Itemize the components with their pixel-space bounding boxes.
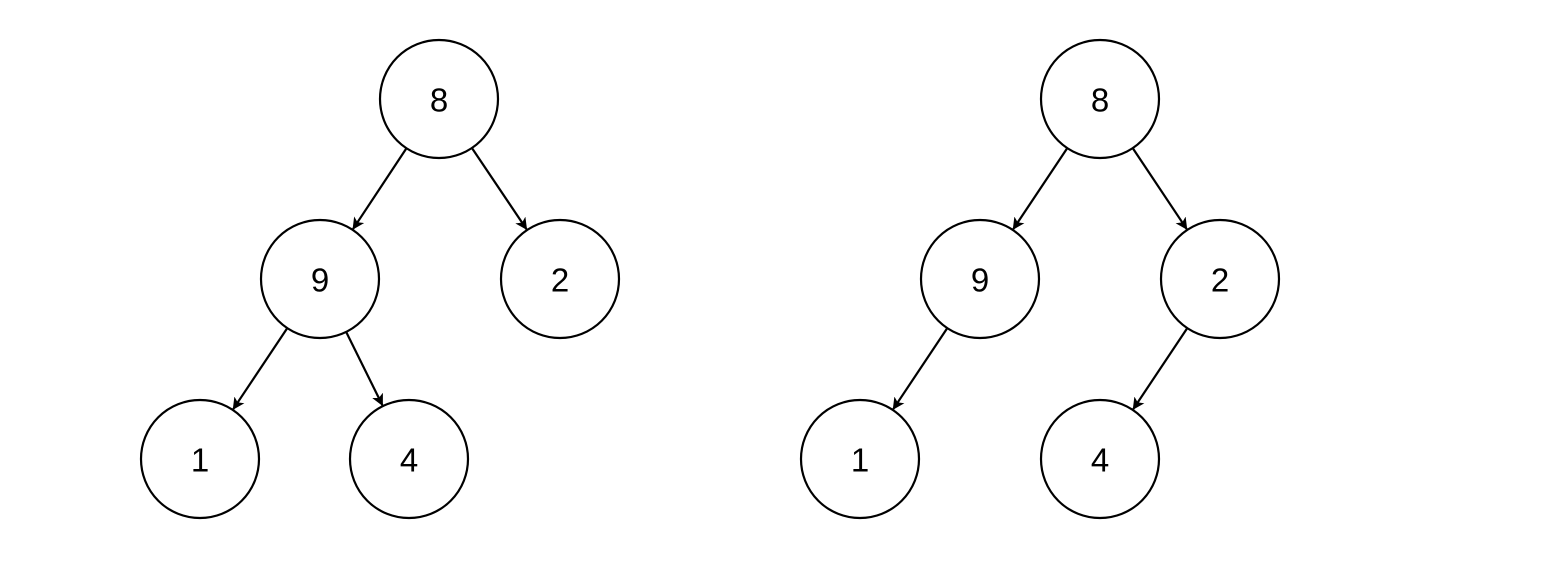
tree-node: 1 (799, 398, 921, 520)
edge-arrow-a-c (471, 147, 528, 231)
tree-node: 4 (1039, 398, 1161, 520)
edge-arrow-b-e (345, 331, 384, 407)
node-circle (348, 398, 470, 520)
node-label: 9 (971, 262, 989, 299)
edge-arrow-b-d (892, 327, 949, 410)
node-label: 2 (1211, 262, 1229, 299)
node-label: 8 (1091, 82, 1109, 119)
tree-node: 2 (1159, 218, 1281, 340)
node-circle (1159, 218, 1281, 340)
node-label: 1 (191, 442, 209, 479)
left-tree: 8 9 2 1 4 (139, 38, 621, 520)
node-circle (259, 218, 381, 340)
edge-arrow-a-b (352, 147, 408, 230)
node-label: 8 (430, 82, 448, 119)
node-circle (919, 218, 1041, 340)
tree-node: 2 (499, 218, 621, 340)
node-label: 9 (311, 262, 329, 299)
tree-node: 9 (919, 218, 1041, 340)
node-circle (1039, 398, 1161, 520)
node-circle (799, 398, 921, 520)
edge-arrow-c-e (1132, 327, 1189, 410)
tree-node: 8 (378, 38, 500, 160)
edge-arrow-a-c (1131, 147, 1188, 230)
edge-arrow-b-d (232, 327, 289, 410)
node-circle (378, 38, 500, 160)
right-tree: 8 9 2 1 4 (799, 38, 1281, 520)
node-circle (499, 218, 621, 340)
edge-arrow-a-b (1012, 147, 1069, 230)
node-label: 2 (551, 262, 569, 299)
tree-node: 9 (259, 218, 381, 340)
tree-node: 8 (1039, 38, 1161, 160)
tree-node: 4 (348, 398, 470, 520)
tree-node: 1 (139, 398, 261, 520)
node-circle (1039, 38, 1161, 160)
node-circle (139, 398, 261, 520)
node-label: 4 (400, 442, 418, 479)
node-label: 4 (1091, 442, 1109, 479)
node-label: 1 (851, 442, 869, 479)
